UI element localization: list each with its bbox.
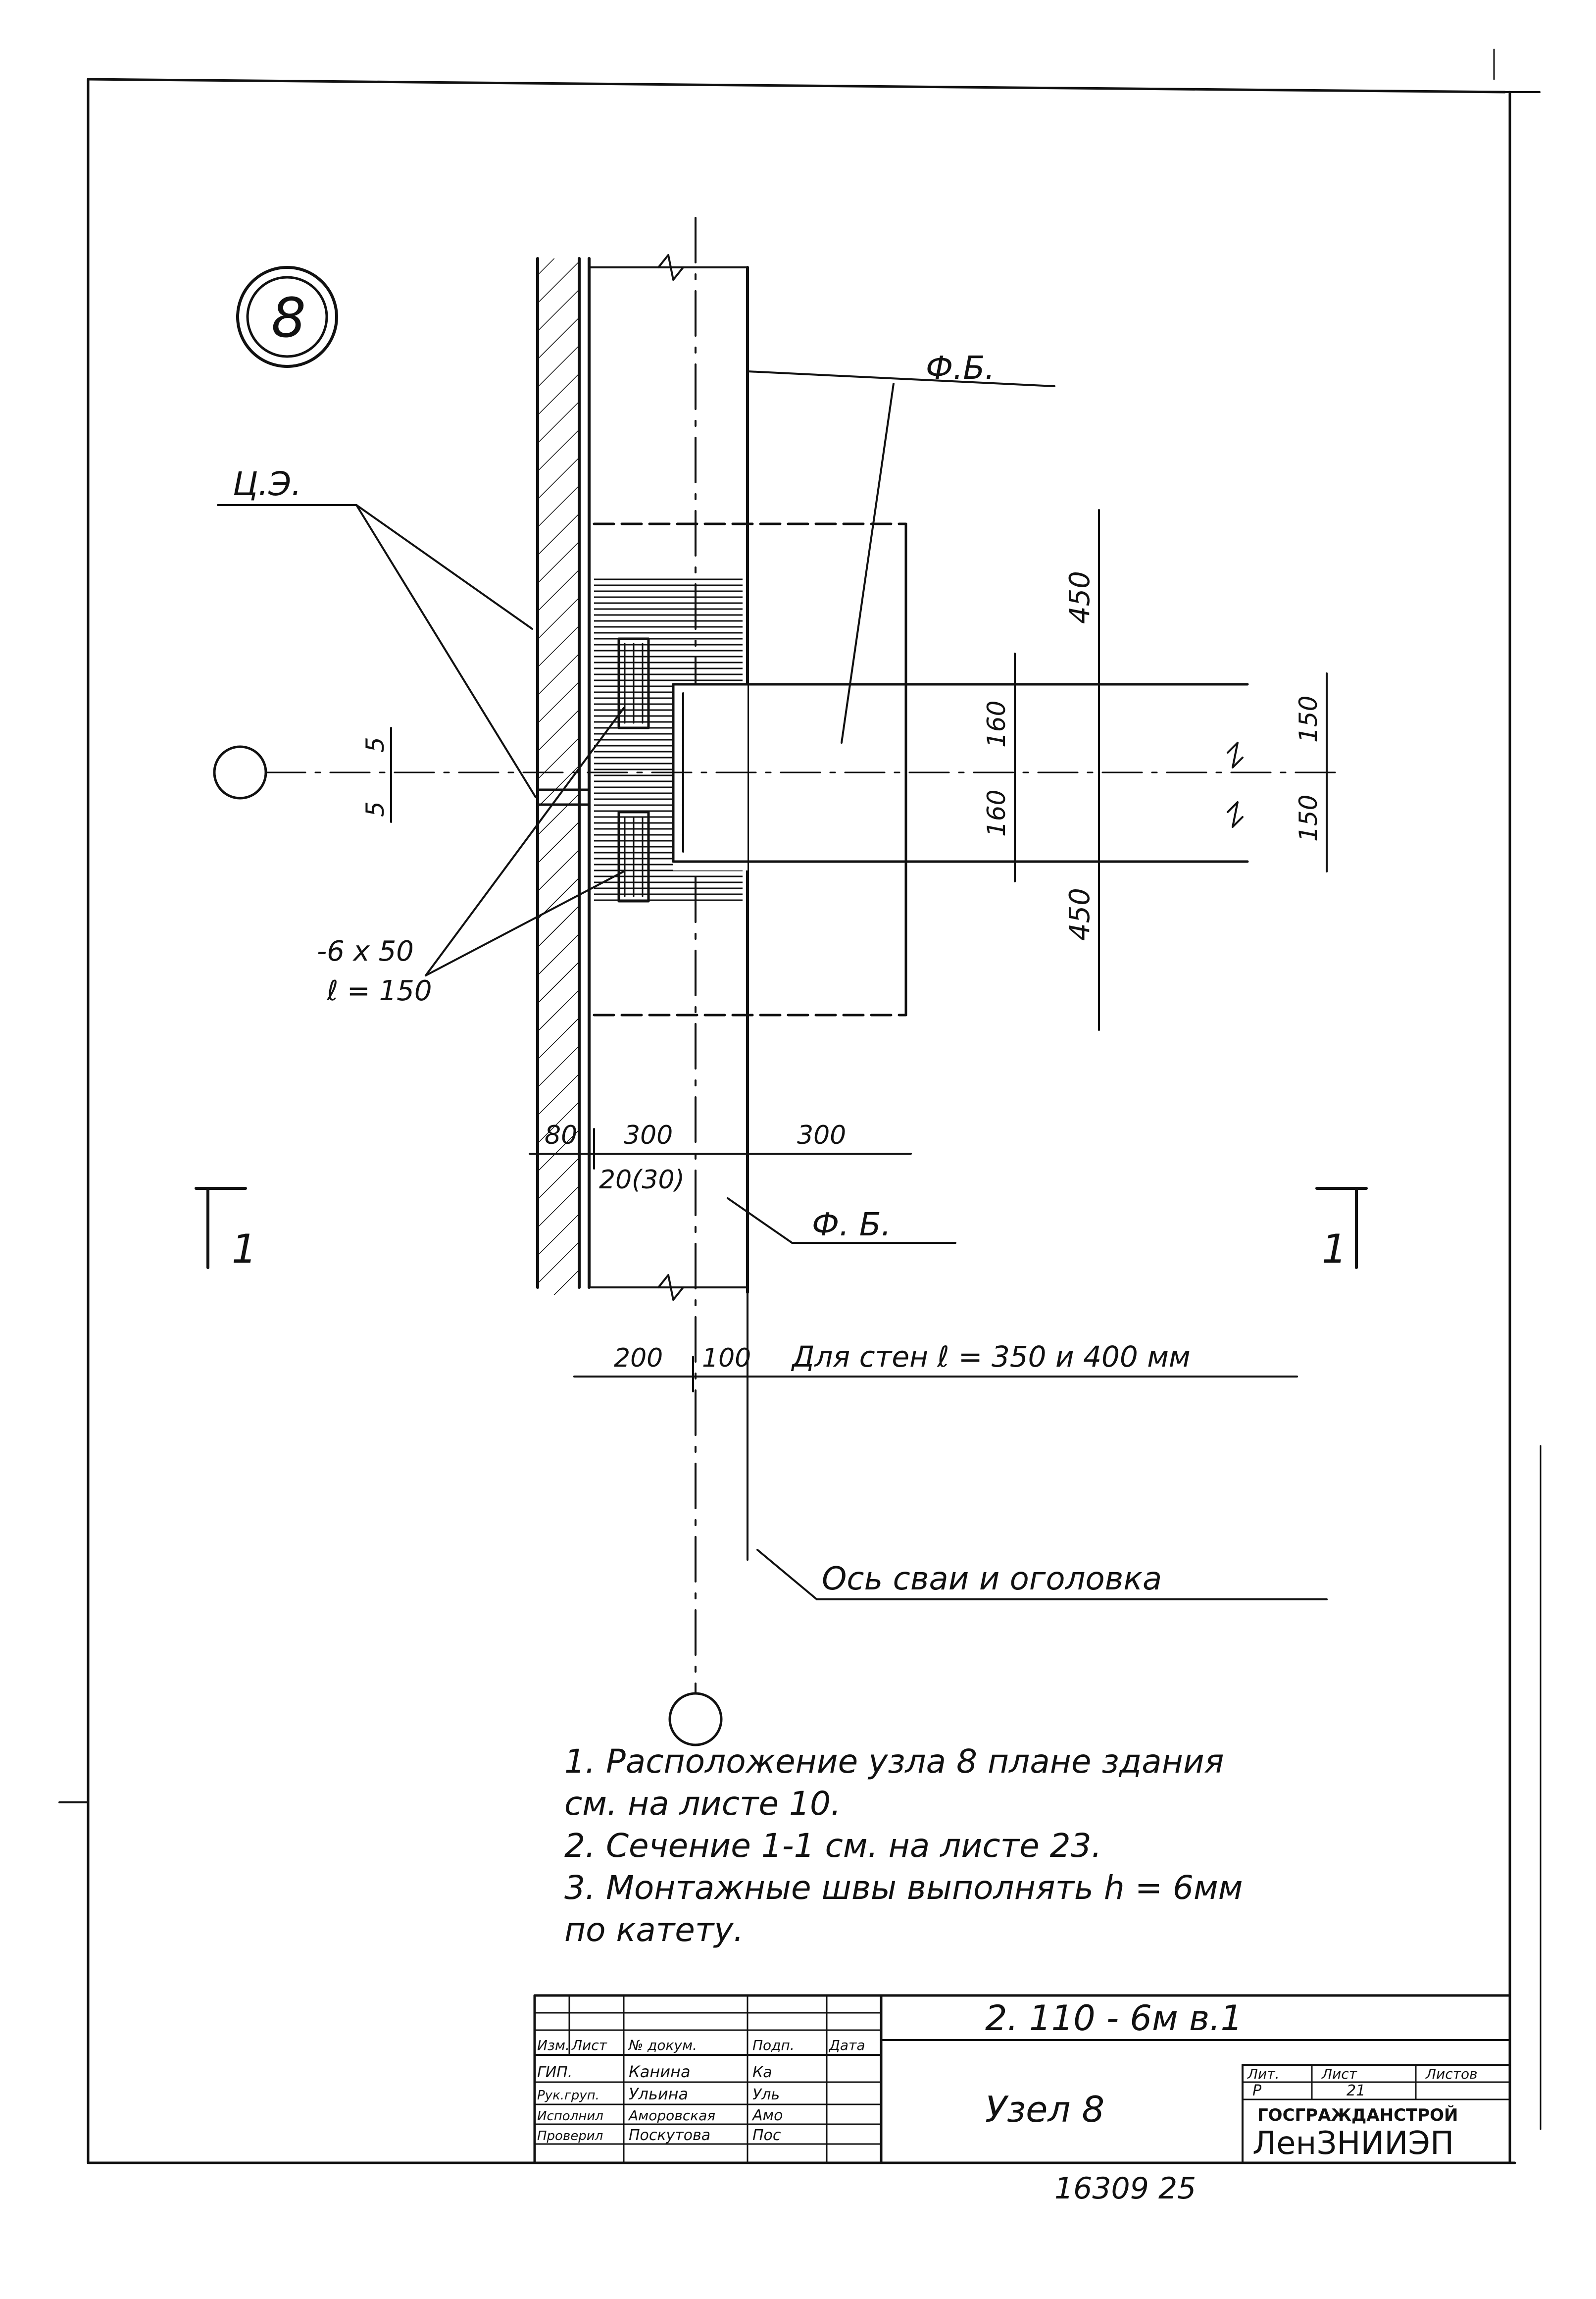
dim-150-bottom: 150 — [1294, 795, 1323, 842]
leader-lines — [217, 370, 1328, 1600]
dim-150-top: 150 — [1294, 696, 1323, 743]
drawing-labels: Ф.Б. Ф. Б. Ц.Э. -6 x 50 ℓ = 150 — [233, 350, 995, 1243]
tb-sheet-title: Узел 8 — [985, 2089, 1104, 2130]
note-line: по катету. — [564, 1911, 744, 1949]
dim-5-bottom: 5 — [361, 801, 390, 817]
wall-section — [536, 257, 591, 1295]
fb-label-top: Ф.Б. — [926, 350, 995, 387]
plate-label: -6 x 50 — [317, 935, 414, 968]
dim-160-bottom: 160 — [982, 790, 1011, 837]
dim-450-top: 450 — [1064, 571, 1096, 624]
notes-block: 1. Расположение узла 8 плане здания см. … — [564, 1742, 1243, 1949]
title-block: Изм. Лист № докум. Подп. Дата ГИП. Канин… — [533, 1994, 1511, 2164]
tb-header: № докум. — [628, 2037, 697, 2053]
node-mark-circle: 8 — [236, 266, 338, 368]
tb-name: Аморовская — [628, 2107, 715, 2124]
tb-sign: Пос — [752, 2127, 781, 2144]
tb-sign: Амо — [751, 2107, 783, 2124]
tb-name: Ульина — [629, 2085, 688, 2103]
plate-length-label: ℓ = 150 — [326, 975, 432, 1007]
axis-label: Ось сваи и оголовка — [822, 1561, 1162, 1597]
dim-80: 80 — [545, 1121, 577, 1150]
tb-header: Лист — [571, 2037, 607, 2053]
dim-300-right: 300 — [797, 1121, 846, 1150]
note-line: см. на листе 10. — [564, 1785, 841, 1823]
tb-role: Рук.груп. — [537, 2088, 599, 2103]
section-marks: 1 1 — [195, 1187, 1368, 1272]
section-label-left: 1 — [232, 1226, 257, 1272]
tb-header: Изм. — [537, 2037, 570, 2053]
ce-label: Ц.Э. — [233, 465, 301, 503]
tb-role: Исполнил — [537, 2109, 603, 2124]
dim-20-30: 20(30) — [599, 1165, 685, 1195]
section-label-right: 1 — [1322, 1226, 1347, 1272]
tb-header: Подп. — [752, 2037, 795, 2053]
tb-sign: Ка — [752, 2064, 772, 2081]
dim-160-top: 160 — [982, 701, 1011, 748]
note-line: 1. Расположение узла 8 плане здания — [564, 1742, 1224, 1781]
tb-sheets-label: Листов — [1425, 2066, 1478, 2082]
tb-sheet-value: 21 — [1347, 2082, 1365, 2099]
tb-name: Канина — [629, 2062, 691, 2081]
tb-doc-code: 2. 110 - 6м в.1 — [985, 1998, 1243, 2039]
note-line: 3. Монтажные швы выполнять h = 6мм — [564, 1869, 1243, 1907]
fb-label-bottom: Ф. Б. — [812, 1207, 891, 1243]
tb-sign: Уль — [752, 2086, 780, 2103]
footer-code: 16309 25 — [1054, 2171, 1196, 2206]
pile-outline — [588, 217, 749, 1694]
tb-role: Проверил — [537, 2129, 603, 2144]
tb-header: Дата — [828, 2037, 865, 2053]
vertical-axis — [668, 1692, 723, 1746]
dim-200: 200 — [614, 1343, 663, 1373]
dim-100: 100 — [702, 1343, 751, 1373]
dim-5-top: 5 — [361, 737, 390, 753]
tb-org-1: ГОСГРАЖДАНСТРОЙ — [1257, 2105, 1458, 2125]
tb-stage-label: Лит. — [1247, 2066, 1279, 2082]
tb-name: Поскутова — [629, 2127, 710, 2144]
dim-300-left: 300 — [624, 1121, 673, 1150]
dimension-texts: 450 450 160 160 150 150 5 5 80 300 300 2… — [361, 571, 1323, 1373]
tb-sheet-label: Лист — [1321, 2066, 1357, 2082]
dim-450-bottom: 450 — [1064, 888, 1096, 941]
horizontal-axis — [213, 745, 1338, 800]
tb-org-2: ЛенЗНИИЭП — [1252, 2125, 1454, 2162]
dimension-lines — [390, 509, 1328, 1392]
tb-stage-value: Р — [1252, 2082, 1262, 2099]
note-line: 2. Сечение 1-1 см. на листе 23. — [564, 1827, 1102, 1865]
wall-note: Для стен ℓ = 350 и 400 мм — [791, 1340, 1191, 1374]
pile-cap — [593, 522, 1249, 1017]
node-mark-label: 8 — [271, 286, 306, 350]
tb-role: ГИП. — [537, 2064, 572, 2081]
